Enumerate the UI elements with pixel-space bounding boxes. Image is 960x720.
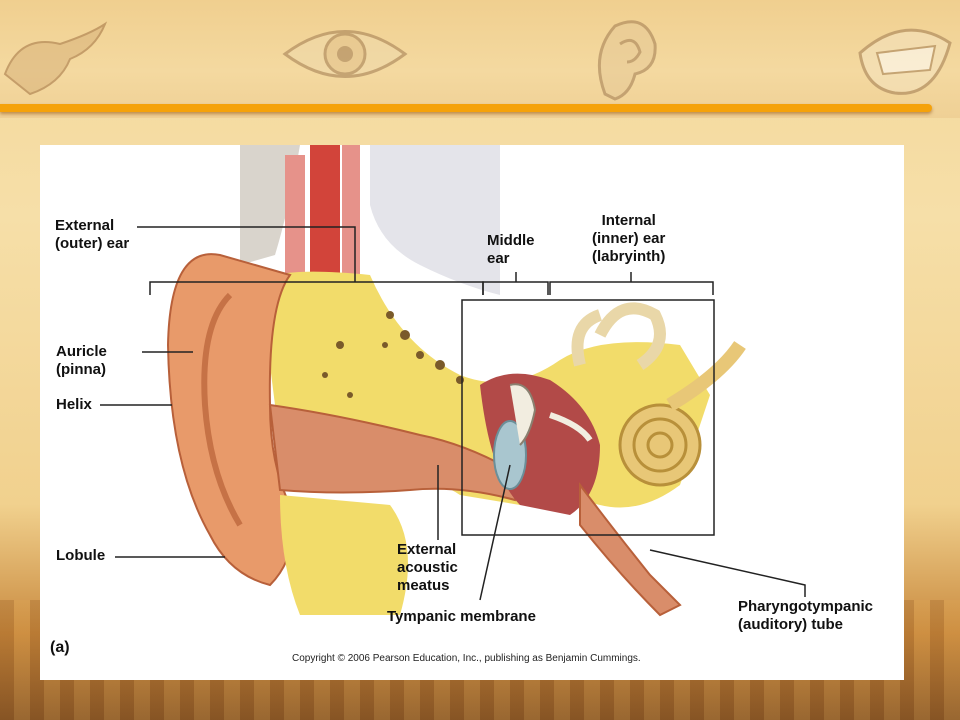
label-tympanic-membrane: Tympanic membrane bbox=[387, 608, 536, 625]
label-external-ear: External (outer) ear bbox=[55, 217, 130, 252]
eye-icon bbox=[282, 30, 408, 78]
copyright-text: Copyright © 2006 Pearson Education, Inc.… bbox=[292, 653, 641, 664]
label-helix: Helix bbox=[56, 396, 92, 413]
header-banner bbox=[0, 0, 960, 118]
ear-icon bbox=[597, 20, 657, 101]
mouth-icon bbox=[858, 28, 952, 95]
label-external-acoustic-meatus: External acoustic meatus bbox=[397, 541, 458, 594]
label-auricle: Auricle (pinna) bbox=[56, 343, 107, 378]
hand-icon bbox=[3, 21, 108, 96]
ear-illustration bbox=[100, 145, 806, 617]
label-internal-ear: Internal (inner) ear (labryinth) bbox=[592, 212, 666, 265]
label-lobule: Lobule bbox=[56, 547, 106, 564]
panel-label: (a) bbox=[50, 639, 70, 656]
label-pharyngotympanic-tube: Pharyngotympanic (auditory) tube bbox=[738, 598, 874, 633]
ear-anatomy-figure: External (outer) ear Middle ear Internal… bbox=[40, 145, 904, 680]
header-rule bbox=[0, 104, 932, 112]
label-middle-ear: Middle ear bbox=[487, 232, 535, 267]
